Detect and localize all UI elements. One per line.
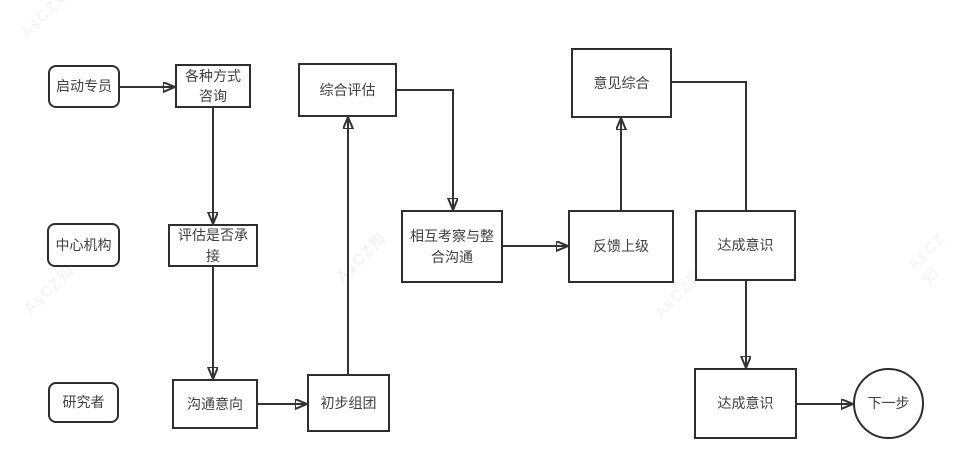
lane-starter: 启动专员 — [48, 65, 120, 108]
line-opinion-to-consensus-mid — [672, 81, 747, 210]
node-consensus-mid: 达成意识 — [695, 210, 796, 281]
node-consult: 各种方式 咨询 — [175, 64, 251, 108]
node-opinion-summary: 意见综合 — [571, 48, 672, 118]
lane-center-org: 中心机构 — [47, 223, 120, 267]
node-comm-intent: 沟通意向 — [172, 379, 258, 429]
lane-researcher: 研究者 — [48, 382, 119, 423]
node-next-step: 下一步 — [853, 368, 924, 439]
node-assess-accept: 评估是否承 接 — [168, 224, 258, 267]
node-consensus-bottom: 达成意识 — [694, 368, 797, 439]
arrow-overall-eval-to-inspect — [397, 89, 453, 210]
node-mutual-inspect: 相互考察与整 合沟通 — [401, 210, 503, 283]
node-feedback-superior: 反馈上级 — [568, 210, 674, 283]
node-initial-group: 初步组团 — [307, 374, 390, 432]
node-overall-eval: 综合评估 — [298, 63, 397, 117]
